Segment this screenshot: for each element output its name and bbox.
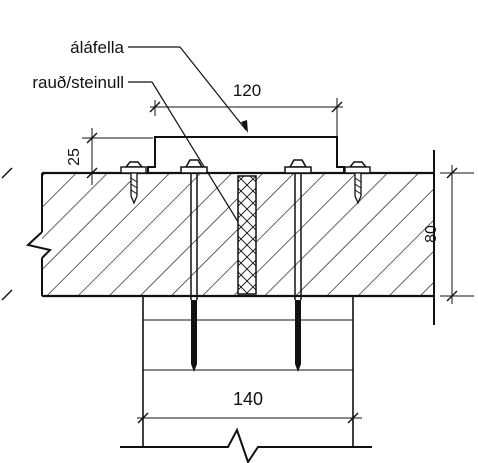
- flashing-label: áláfella: [70, 38, 124, 57]
- slab-thickness-dimension: [440, 165, 474, 304]
- concrete-slab: [25, 150, 435, 325]
- bolt-left: [180, 159, 208, 372]
- support-beam: [120, 296, 372, 463]
- left-edge-marks: [1, 167, 13, 301]
- screw-left: [120, 161, 147, 205]
- insulation-strip: [237, 175, 257, 295]
- bolt-right: [284, 159, 312, 372]
- flashing-leader: [128, 46, 248, 133]
- top-offset-value: 25: [66, 148, 83, 166]
- screw-right: [344, 161, 371, 205]
- flashing-width-value: 120: [233, 81, 261, 100]
- insulation-label: rauð/steinull: [32, 73, 124, 92]
- beam-width-value: 140: [233, 389, 263, 409]
- beam-width-dimension: [137, 412, 362, 424]
- slab-thickness-value: 80: [423, 225, 440, 243]
- flashing-cap: [147, 136, 345, 173]
- flashing-width-dimension: [149, 98, 343, 140]
